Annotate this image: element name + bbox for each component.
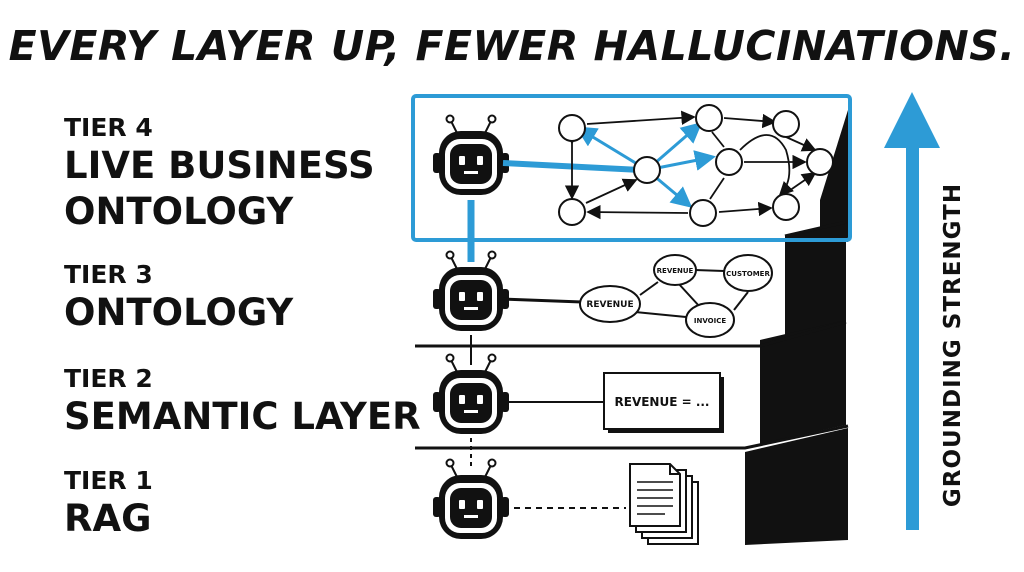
tier-1-number: TIER 1 <box>64 466 153 495</box>
tier-3-number: TIER 3 <box>64 260 153 289</box>
grounding-arrow-icon <box>884 92 940 530</box>
tier-4-number: TIER 4 <box>64 113 153 142</box>
live-graph-node <box>689 199 717 227</box>
shelf-top-tier3 <box>784 220 847 238</box>
ontology-node-revenue-top <box>653 254 697 286</box>
tier-1-label: TIER 1 RAG <box>64 466 153 542</box>
tier-2-number: TIER 2 <box>64 364 153 393</box>
ontology-node-invoice <box>685 302 735 338</box>
shelf-dark-tier4 <box>820 110 848 242</box>
live-graph-node <box>558 114 586 142</box>
ontology-label-customer: CUSTOMER <box>726 270 770 278</box>
tier-4-name-line-1: LIVE BUSINESS <box>64 144 375 187</box>
shelf-line-tier2 <box>415 424 849 450</box>
live-graph-node <box>695 104 723 132</box>
tier-4-name-line-2: ONTOLOGY <box>64 190 294 233</box>
live-graph-node <box>715 148 743 176</box>
live-graph-node <box>633 156 661 184</box>
robot-icon-tier1 <box>433 458 509 539</box>
robot-icon-tier2 <box>433 353 509 434</box>
live-ontology-frame <box>411 94 852 242</box>
shelf-line-tier3 <box>415 320 847 348</box>
tier-3-label: TIER 3 ONTOLOGY <box>64 260 293 336</box>
ontology-graph: REVENUE REVENUE CUSTOMER INVOICE <box>502 254 773 338</box>
tier-2-name: SEMANTIC LAYER <box>64 395 421 438</box>
live-graph-node <box>772 110 800 138</box>
robot-icon-tier3 <box>433 250 509 331</box>
semantic-definition-card: REVENUE = ... <box>503 372 724 433</box>
semantic-card-text: REVENUE = ... <box>615 395 710 409</box>
tier-2-label: TIER 2 SEMANTIC LAYER <box>64 364 421 440</box>
shelf-dark-tier2 <box>760 320 846 444</box>
ontology-label-invoice: INVOICE <box>694 317 726 325</box>
ontology-label-revenue-main: REVENUE <box>586 300 633 310</box>
diagram-title: EVERY LAYER UP, FEWER HALLUCINATIONS. <box>8 22 1016 70</box>
document-stack-icon <box>503 463 699 545</box>
live-graph-node <box>772 193 800 221</box>
ontology-node-customer <box>723 254 773 292</box>
ontology-label-revenue-top: REVENUE <box>657 267 694 275</box>
live-graph-node <box>806 148 834 176</box>
live-graph-node <box>558 198 586 226</box>
live-ontology-graph <box>502 104 834 227</box>
tier-4-label: TIER 4 LIVE BUSINESS ONTOLOGY <box>64 113 375 235</box>
layer-shelves <box>415 110 849 545</box>
tier-1-name: RAG <box>64 497 152 540</box>
shelf-dark-tier3 <box>785 224 846 340</box>
shelf-dark-tier1 <box>745 428 848 545</box>
ontology-node-revenue-main <box>579 285 641 323</box>
grounding-strength-label: GROUNDING STRENGTH <box>940 182 966 508</box>
robot-icon-tier4 <box>433 114 509 195</box>
tier-3-name: ONTOLOGY <box>64 291 294 334</box>
